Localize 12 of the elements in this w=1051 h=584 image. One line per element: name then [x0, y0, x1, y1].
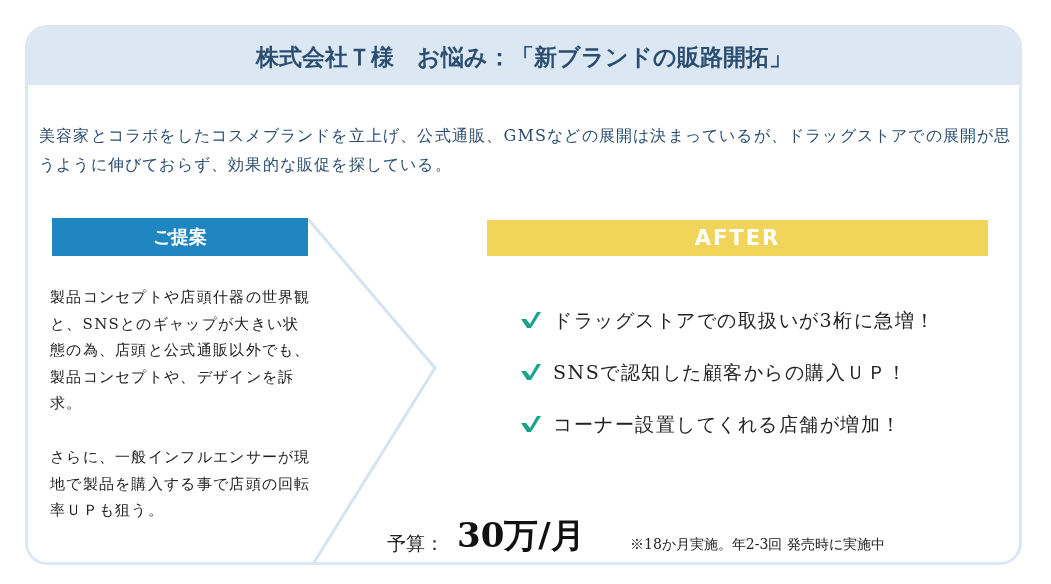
budget-amount: 30万/月: [457, 514, 585, 557]
title-banner: 株式会社Ｔ様 お悩み：「新ブランドの販路開拓」: [28, 28, 1019, 85]
result-text: コーナー設置してくれる店舗が増加！: [553, 412, 902, 437]
paragraph-text: 製品コンセプトや店頭什器の世界観と、SNSとのギャップが大きい状態の為、店頭と公式通販以外でも、製品コンセプトや、デザインを訴求。: [50, 287, 312, 414]
result-text: ドラッグストアでの取扱いが3桁に急増！: [553, 308, 936, 333]
note-text: ※18か月実施。年2-3回 発売時に実施中: [630, 535, 885, 554]
result-text: SNSで認知した顧客からの購入ＵＰ！: [553, 360, 908, 385]
budget-label: 予算：: [387, 531, 444, 556]
description-text: 美容家とコラボをしたコスメブランドを立上げ、公式通販、GMSなどの展開は決まっているが、ドラッグストアでの展開が思うように伸びておらず、効果的な販促を探している。: [39, 125, 1013, 176]
heading-bar: AFTER: [487, 220, 988, 256]
heading-bar: ご提案: [52, 218, 308, 256]
paragraph-text: さらに、一般インフルエンサーが現地で製品を購入する事で店頭の回転率ＵＰも狙う。: [50, 447, 312, 521]
